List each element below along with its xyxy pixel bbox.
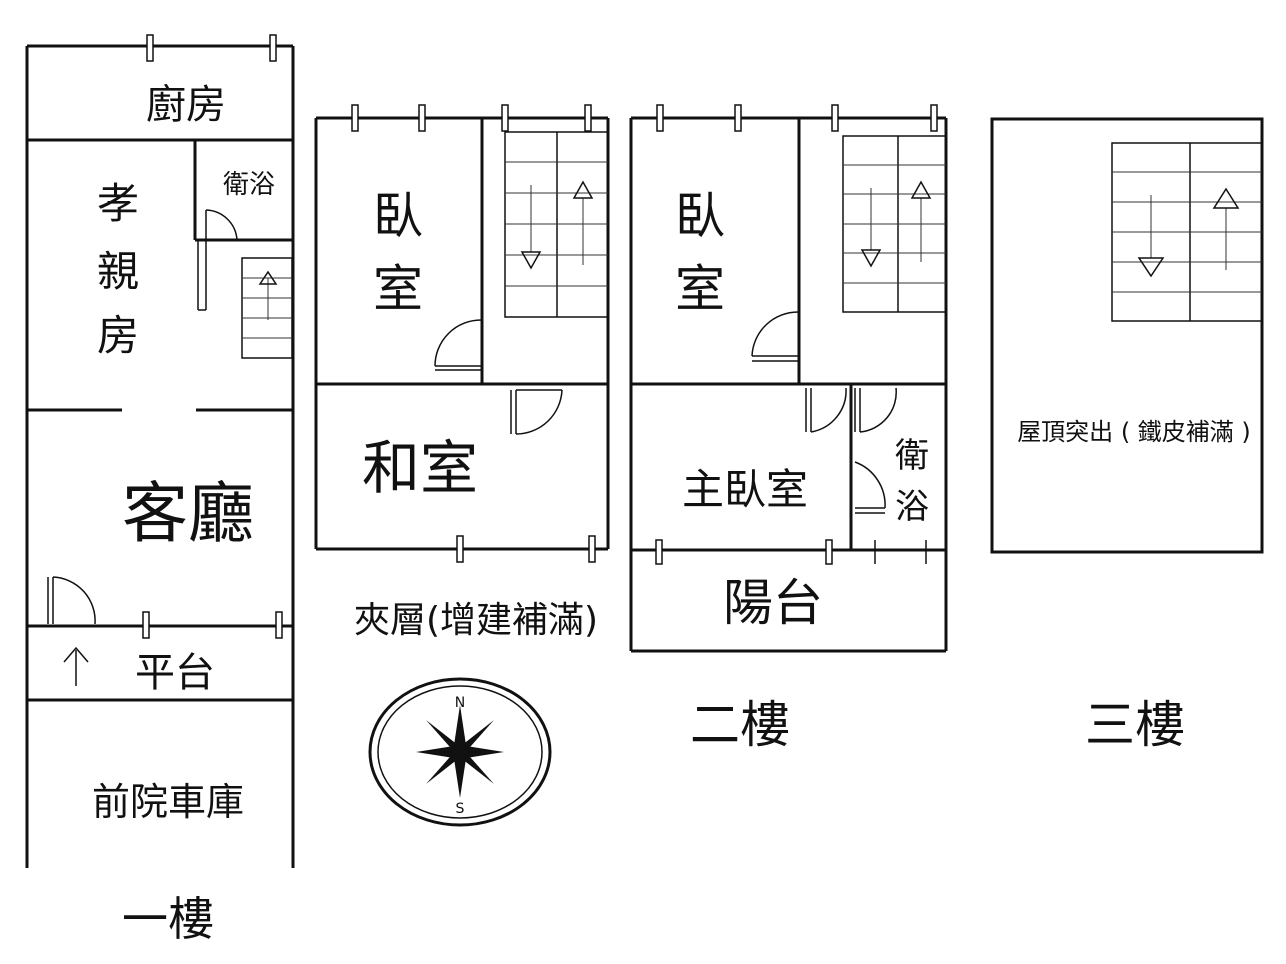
staircase [504, 131, 609, 318]
room-label-bath-1: 衛 [895, 436, 929, 476]
window [142, 611, 150, 639]
up-arrow-icon [258, 270, 278, 285]
room-label-bedroom-2: 室 [373, 260, 423, 318]
door-swing [434, 319, 482, 371]
floor-label-third: 三樓 [1085, 696, 1185, 754]
up-arrow-icon [572, 180, 594, 199]
room-label-elder-room-2: 親 [97, 247, 139, 296]
third-floor-plan: 屋頂突出 ( 鐵皮補滿 ) 三樓 [990, 117, 1264, 754]
window [831, 104, 839, 132]
room-label-elder-room-3: 房 [97, 311, 139, 360]
room-label-japanese-room: 和室 [362, 434, 478, 502]
room-label-roof: 屋頂突出 ( 鐵皮補滿 ) [1017, 418, 1251, 446]
window [930, 104, 938, 132]
door-swing [510, 389, 563, 435]
door-swing [854, 461, 886, 514]
staircase [241, 257, 293, 359]
compass-north-label: N [455, 695, 465, 711]
compass-south-label: S [456, 801, 465, 817]
second-floor-plan: 臥 室 主臥室 衛 浴 陽台 二樓 [629, 104, 948, 754]
window [656, 104, 664, 132]
room-label-elder-room-1: 孝 [97, 179, 139, 228]
room-label-kitchen: 廚房 [146, 82, 226, 128]
door-swing [854, 387, 897, 433]
door-swing [805, 387, 847, 433]
window [351, 104, 359, 132]
first-floor-plan: 廚房 衛浴 孝 親 房 客廳 平台 前院車庫 一樓 [25, 34, 295, 946]
room-label-balcony: 陽台 [723, 574, 823, 632]
down-arrow-icon [860, 249, 882, 268]
compass-icon: N S [368, 677, 552, 827]
floor-label-mezzanine: 夾層(增建補滿) [354, 600, 598, 641]
room-label-living: 客廳 [122, 475, 254, 552]
room-label-platform: 平台 [135, 650, 215, 696]
window [275, 611, 283, 639]
down-arrow-icon [520, 251, 542, 270]
door-swing [47, 576, 96, 625]
floor-label-first: 一樓 [122, 892, 214, 946]
room-label-master-bedroom: 主臥室 [682, 465, 808, 514]
down-arrow-icon [1137, 257, 1165, 278]
floor-label-second: 二樓 [690, 696, 790, 754]
window [825, 539, 833, 565]
room-label-bath: 衛浴 [223, 170, 275, 200]
window [584, 104, 592, 132]
window [418, 104, 426, 132]
room-label-bedroom-2: 室 [675, 260, 725, 318]
room-label-bedroom-1: 臥 [373, 187, 423, 245]
window [655, 539, 663, 565]
room-label-garage: 前院車庫 [92, 780, 244, 824]
staircase [1111, 142, 1263, 322]
window [501, 104, 509, 132]
window [456, 535, 464, 563]
up-arrow-icon [910, 180, 932, 199]
window [588, 535, 596, 563]
door-swing [205, 209, 238, 241]
door-swing [751, 311, 799, 362]
window [269, 34, 277, 62]
window [146, 34, 154, 62]
entry-arrow-icon [63, 646, 89, 686]
mezzanine-plan: 臥 室 和室 夾層(增建補滿) [314, 104, 610, 641]
room-label-bedroom-1: 臥 [675, 187, 725, 245]
window [734, 104, 742, 132]
staircase [842, 135, 947, 313]
up-arrow-icon [1212, 187, 1240, 209]
room-label-bath-2: 浴 [895, 487, 929, 527]
